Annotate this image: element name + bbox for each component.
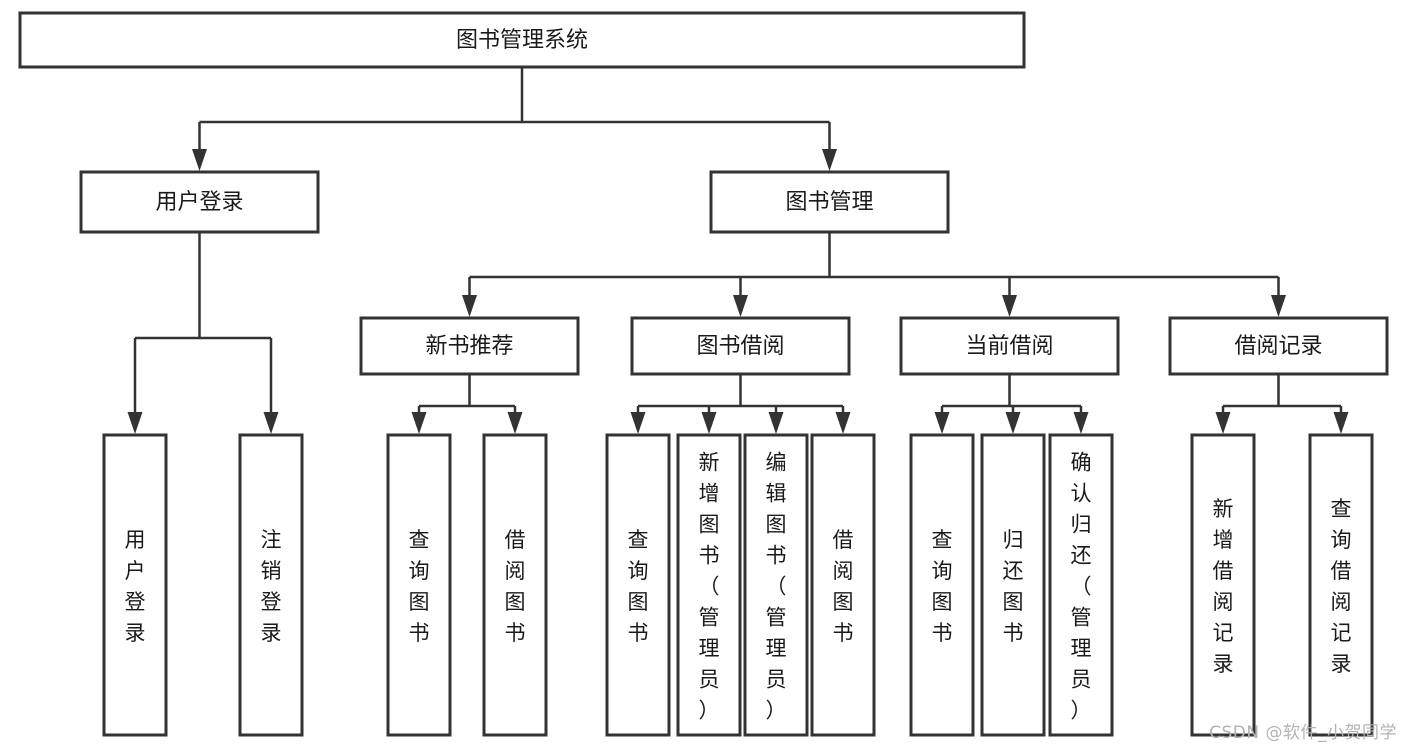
arrow-head-icon (701, 412, 717, 434)
node-leaf-query-record[interactable]: 查询借阅记录 (1308, 433, 1374, 737)
node-label-leaf-query-record: 查询借阅记录 (1331, 497, 1352, 676)
node-label-leaf-add-book: 新增图书（管理员） (699, 451, 720, 723)
node-label-new-book-recommend: 新书推荐 (425, 334, 513, 359)
node-root[interactable]: 图书管理系统 (18, 11, 1026, 69)
node-label-leaf-query-book-rec: 查询图书 (409, 528, 430, 645)
node-box-new-book-recommend (359, 316, 580, 376)
node-label-borrow-record: 借阅记录 (1234, 334, 1322, 359)
node-label-leaf-edit-book: 编辑图书（管理员） (766, 451, 787, 723)
arrow-head-icon (630, 412, 646, 434)
node-label-leaf-logout: 注销登录 (261, 528, 282, 645)
node-leaf-add-record[interactable]: 新增借阅记录 (1190, 433, 1256, 737)
arrow-head-icon (1005, 412, 1021, 434)
node-box-leaf-query-record (1308, 433, 1374, 737)
node-book-manage[interactable]: 图书管理 (709, 170, 950, 234)
arrow-head-icon (411, 412, 427, 434)
arrow-head-icon (1215, 412, 1231, 434)
node-box-leaf-logout (238, 433, 304, 737)
arrow-head-icon (1002, 295, 1017, 317)
node-leaf-return-book[interactable]: 归还图书 (980, 433, 1046, 737)
node-label-leaf-add-record: 新增借阅记录 (1213, 497, 1234, 676)
arrow-head-icon (1333, 412, 1349, 434)
node-leaf-add-book[interactable]: 新增图书（管理员） (676, 433, 742, 737)
arrow-head-icon (507, 412, 523, 434)
arrow-head-icon (733, 295, 748, 317)
arrow-head-icon (835, 412, 851, 434)
node-leaf-edit-book[interactable]: 编辑图书（管理员） (743, 433, 809, 737)
node-label-current-borrow: 当前借阅 (965, 334, 1053, 359)
node-leaf-borrow-book-bor[interactable]: 借阅图书 (810, 433, 876, 737)
node-leaf-query-book-rec[interactable]: 查询图书 (386, 433, 452, 737)
arrow-head-icon (822, 149, 837, 171)
node-box-leaf-add-book (676, 433, 742, 737)
node-box-leaf-return-book (980, 433, 1046, 737)
node-leaf-user-login[interactable]: 用户登录 (102, 433, 168, 737)
node-user-login[interactable]: 用户登录 (79, 170, 320, 234)
edges-layer (127, 67, 1349, 434)
node-box-leaf-query-book-cur (909, 433, 975, 737)
arrow-head-icon (263, 412, 279, 434)
node-box-leaf-borrow-book-rec (482, 433, 548, 737)
nodes-layer: 图书管理系统用户登录图书管理新书推荐图书借阅当前借阅借阅记录用户登录注销登录查询… (18, 11, 1389, 737)
node-box-leaf-query-book-rec (386, 433, 452, 737)
arrow-head-icon (127, 412, 143, 434)
arrow-head-icon (768, 412, 784, 434)
node-leaf-query-book-cur[interactable]: 查询图书 (909, 433, 975, 737)
node-label-book-manage: 图书管理 (785, 190, 873, 215)
node-borrow-record[interactable]: 借阅记录 (1168, 316, 1389, 376)
node-label-leaf-return-book: 归还图书 (1003, 528, 1024, 645)
node-box-leaf-query-book-bor (605, 433, 671, 737)
node-label-user-login: 用户登录 (155, 190, 243, 215)
node-new-book-recommend[interactable]: 新书推荐 (359, 316, 580, 376)
node-label-book-borrow: 图书借阅 (696, 334, 784, 359)
arrow-head-icon (462, 295, 477, 317)
node-box-book-manage (709, 170, 950, 234)
node-box-book-borrow (630, 316, 851, 376)
node-box-borrow-record (1168, 316, 1389, 376)
node-label-leaf-query-book-bor: 查询图书 (628, 528, 649, 645)
node-box-leaf-borrow-book-bor (810, 433, 876, 737)
arrow-head-icon (934, 412, 950, 434)
node-label-leaf-user-login: 用户登录 (125, 528, 146, 645)
node-book-borrow[interactable]: 图书借阅 (630, 316, 851, 376)
node-box-current-borrow (899, 316, 1120, 376)
node-box-user-login (79, 170, 320, 234)
node-label-leaf-borrow-book-rec: 借阅图书 (505, 528, 526, 645)
node-box-leaf-confirm-return (1048, 433, 1114, 737)
node-box-root (18, 11, 1026, 69)
node-leaf-query-book-bor[interactable]: 查询图书 (605, 433, 671, 737)
node-box-leaf-edit-book (743, 433, 809, 737)
node-label-leaf-query-book-cur: 查询图书 (932, 528, 953, 645)
node-box-leaf-add-record (1190, 433, 1256, 737)
node-leaf-confirm-return[interactable]: 确认归还（管理员） (1048, 433, 1114, 737)
node-leaf-logout[interactable]: 注销登录 (238, 433, 304, 737)
node-current-borrow[interactable]: 当前借阅 (899, 316, 1120, 376)
node-label-root: 图书管理系统 (456, 28, 588, 53)
node-leaf-borrow-book-rec[interactable]: 借阅图书 (482, 433, 548, 737)
node-label-leaf-confirm-return: 确认归还（管理员） (1071, 451, 1092, 723)
arrow-head-icon (192, 149, 207, 171)
arrow-head-icon (1271, 295, 1286, 317)
arrow-head-icon (1073, 412, 1089, 434)
node-box-leaf-user-login (102, 433, 168, 737)
node-label-leaf-borrow-book-bor: 借阅图书 (833, 528, 854, 645)
